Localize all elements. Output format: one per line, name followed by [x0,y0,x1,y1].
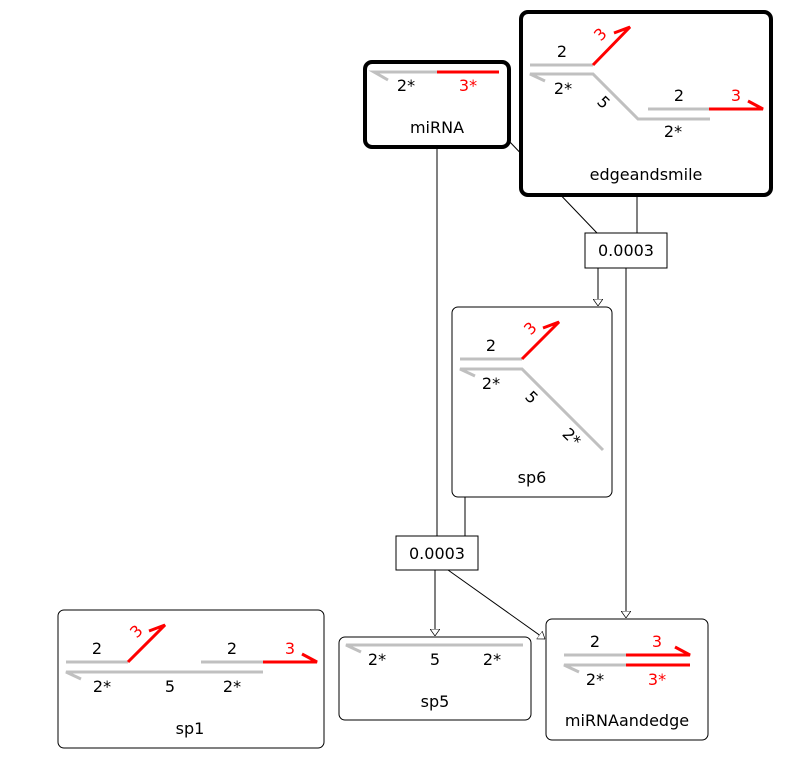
miRNA-strand: 2* 3* [368,70,499,95]
domain-label: 2 [486,336,496,355]
species-sp6-label: sp6 [518,468,547,487]
species-edgeandsmile-label: edgeandsmile [590,165,703,184]
domain-label: 3 [285,639,295,658]
sp5-strand: 2* 5 2* [345,643,523,669]
domain-label: 3 [731,86,741,105]
reaction-2[interactable]: 0.0003 [395,535,479,571]
species-sp5-label: sp5 [421,692,450,711]
species-miRNA-box[interactable] [363,60,511,149]
species-miRNAandedge-box[interactable] [545,618,709,741]
edgeandsmile-strands: 2 3 2* 5 2 3 2* [529,24,764,141]
species-miRNAandedge[interactable]: 2 3 2* 3* miRNAandedge [545,618,709,741]
domain-label: 2* [664,122,682,141]
reaction-1[interactable]: 0.0003 [584,232,668,269]
domain-label: 2* [397,76,415,95]
reaction-1-box[interactable] [584,232,668,269]
species-sp1-label: sp1 [176,719,205,738]
miRNAandedge-strands: 2 3 2* 3* [563,632,691,689]
domain-label: 2 [674,86,684,105]
species-miRNA[interactable]: 2* 3* miRNA [363,60,511,149]
species-miRNAandedge-label: miRNAandedge [565,711,689,730]
reaction-1-rate: 0.0003 [598,241,654,260]
domain-label: 2* [93,677,111,696]
domain-label: 3* [459,76,477,95]
domain-label: 3* [648,670,666,689]
domain-label: 2 [227,639,237,658]
domain-label: 2 [92,639,102,658]
reaction-2-box[interactable] [395,535,479,571]
domain-label: 2* [223,677,241,696]
species-sp1-box[interactable] [57,609,325,749]
species-sp1[interactable]: 2 3 2 3 2* 5 2* sp1 [57,609,325,749]
edge-reaction-2-to-miRNAandedge[interactable] [447,569,545,640]
domain-label: 2 [590,632,600,651]
domain-label: 5 [430,650,440,669]
domain-label: 2* [368,650,386,669]
domain-label: 2* [554,79,572,98]
miRNA-grey-strand [368,70,437,82]
species-miRNA-label: miRNA [410,118,464,137]
reaction-2-rate: 0.0003 [409,544,465,563]
domain-label: 2* [586,670,604,689]
species-sp6-box[interactable] [451,306,613,498]
species-edgeandsmile-box[interactable] [519,10,773,197]
species-sp6[interactable]: 2 3 2* 5 2* sp6 [451,306,613,498]
edges [435,139,638,640]
species-edgeandsmile[interactable]: 2 3 2* 5 2 3 2* edgeandsmile [519,10,773,197]
domain-label: 2* [483,650,501,669]
domain-label: 2* [482,374,500,393]
domain-label: 5 [165,677,175,696]
domain-label: 2 [557,42,567,61]
domain-label: 3 [652,632,662,651]
species-sp5[interactable]: 2* 5 2* sp5 [338,636,532,721]
species-sp5-box[interactable] [338,636,532,721]
